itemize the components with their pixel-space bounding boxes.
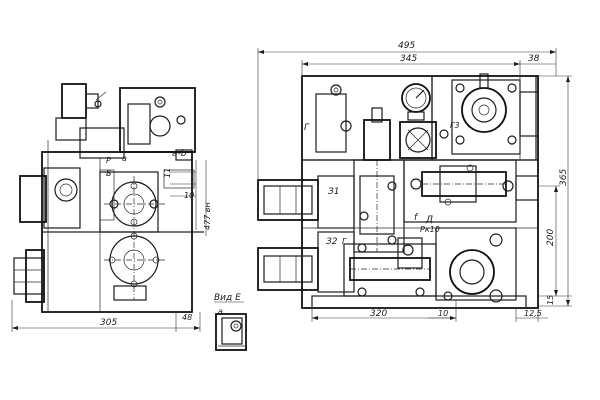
view-e-detail (215, 313, 247, 351)
side-view (13, 83, 207, 313)
dim-200: 200 (546, 229, 556, 246)
label-a: a (122, 154, 127, 163)
label-ab: a-b (172, 149, 187, 159)
dim-345: 345 (400, 54, 417, 64)
dim-305: 305 (100, 318, 117, 328)
view-e-mark: a (218, 307, 223, 316)
view-e-label: Вид Е (214, 293, 241, 303)
dim-477: 477 вн (203, 202, 212, 230)
dim-12-5: 12,5 (524, 309, 542, 318)
label-gauge: Г3 (450, 121, 460, 130)
dim-15: 15 (546, 295, 555, 305)
label-b: Б (106, 169, 112, 178)
dim-495: 495 (398, 41, 415, 51)
dim-10-side: 10 (184, 191, 194, 200)
dim-11: 11 (163, 168, 172, 178)
dim-10-bottom: 10 (438, 309, 448, 318)
label-d: Д (425, 215, 433, 225)
front-view (257, 73, 539, 309)
side-view-dimensions (11, 300, 201, 332)
front-view-dimensions (257, 48, 572, 322)
label-z1: З1 (328, 187, 340, 197)
dim-365: 365 (559, 169, 569, 186)
dim-48: 48 (182, 313, 192, 322)
label-pa: Р (106, 156, 111, 165)
dim-38: 38 (528, 54, 540, 64)
label-f: f (414, 213, 419, 223)
label-rk10: Рк10 (420, 225, 440, 234)
label-g: Г (304, 123, 310, 133)
dim-320: 320 (370, 309, 387, 319)
label-z2: З2 (326, 237, 338, 247)
label-g2: Г (342, 237, 347, 246)
